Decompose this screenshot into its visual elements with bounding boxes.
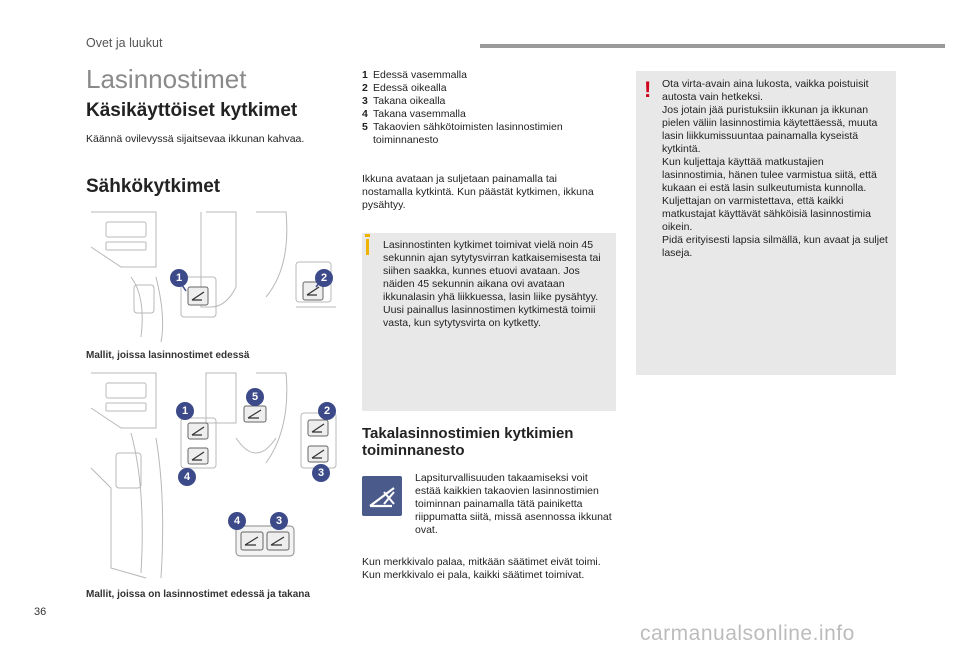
header-divider <box>480 44 945 48</box>
section-title: Ovet ja luukut <box>86 36 163 50</box>
front-right-switch <box>307 419 329 437</box>
rear-left-switch <box>187 447 209 465</box>
info-text: Lasinnostinten kytkimet toimivat vielä n… <box>383 239 601 329</box>
page-number: 36 <box>34 606 47 618</box>
callout-badge: 4 <box>228 512 246 530</box>
page-title: Lasinnostimet <box>86 64 247 94</box>
front-switches-illustration: 1 2 <box>86 207 341 345</box>
child-lock-button-icon <box>362 476 402 516</box>
front-left-switch <box>187 422 209 440</box>
window-lock-icon <box>369 487 395 508</box>
watermark: carmanualsonline.info <box>640 622 855 645</box>
warning-box: ! Ota virta-avain aina lukosta, vaikka p… <box>636 71 896 375</box>
console-drawing <box>90 211 336 343</box>
callout-badge: 4 <box>178 468 196 486</box>
warning-text: Ota virta-avain aina lukosta, vaikka poi… <box>662 78 888 259</box>
console-drawing <box>90 372 337 579</box>
callout-badge: 5 <box>246 388 264 406</box>
callout-badge: 2 <box>318 402 336 420</box>
front-right-switch <box>302 281 324 301</box>
indicator-text: Kun merkkivalo palaa, mitkään säätimet e… <box>362 556 601 581</box>
callout-badge: 1 <box>176 402 194 420</box>
manual-switches-heading: Käsikäyttöiset kytkimet <box>86 100 298 121</box>
rear-lock-heading: Takalasinnostimien kytkimien toiminnanes… <box>362 425 574 459</box>
front-rear-switches-illustration: 5 1 2 4 3 4 3 <box>86 368 341 586</box>
rear-door-switch-panel <box>235 525 295 557</box>
electric-switches-heading: Sähkökytkimet <box>86 176 221 197</box>
figure-caption: Mallit, joissa on lasinnostimet edessä j… <box>86 589 310 600</box>
warning-icon: ! <box>644 77 652 102</box>
manual-switches-text: Käännä ovilevyssä sijaitsevaa ikkunan ka… <box>86 133 305 145</box>
figure-caption: Mallit, joissa lasinnostimet edessä <box>86 350 250 361</box>
callout-badge: 2 <box>315 269 333 287</box>
child-lock-switch <box>243 405 267 423</box>
rear-lock-text: Lapsiturvallisuuden takaamiseksi voit es… <box>415 472 612 536</box>
callout-badge: 1 <box>170 269 188 287</box>
callout-badge: 3 <box>312 464 330 482</box>
info-icon-bar <box>366 239 369 255</box>
info-box: Lasinnostinten kytkimet toimivat vielä n… <box>362 233 616 411</box>
rear-right-switch <box>307 445 329 463</box>
front-left-switch <box>187 286 209 306</box>
info-icon <box>365 234 370 237</box>
operation-paragraph: Ikkuna avataan ja suljetaan painamalla t… <box>362 173 594 211</box>
callout-badge: 3 <box>270 512 288 530</box>
